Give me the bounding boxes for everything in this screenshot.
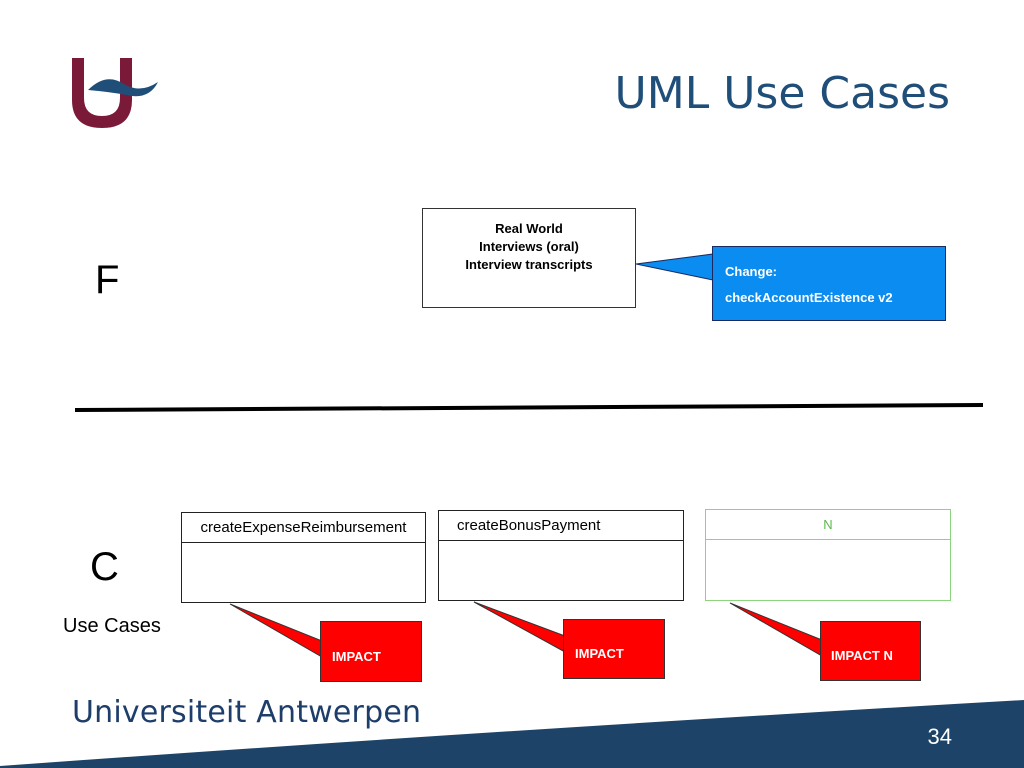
impact-label: IMPACT N (831, 648, 893, 663)
code-layer-label: C (90, 545, 119, 589)
use-case-name: createBonusPayment (439, 511, 683, 541)
university-name: Universiteit Antwerpen (72, 695, 422, 730)
logo-u-shape (72, 58, 132, 128)
impact-box: IMPACT (563, 619, 665, 679)
change-detail: checkAccountExistence v2 (725, 290, 893, 305)
impact-pointer-3 (729, 602, 823, 657)
use-case-name: createExpenseReimbursement (182, 513, 425, 543)
layer-divider (74, 403, 984, 412)
use-cases-label: Use Cases (63, 615, 161, 637)
change-callout: Change: checkAccountExistence v2 (712, 246, 946, 321)
impact-pointer-1 (229, 603, 323, 658)
use-case-box: createBonusPayment (438, 510, 684, 601)
functional-layer-label: F (95, 258, 120, 302)
university-logo (72, 58, 158, 128)
use-case-box-n: N (705, 509, 951, 601)
page-number: 34 (927, 724, 952, 749)
transcripts-line: Interview transcripts (465, 257, 593, 272)
slide-title: UML Use Cases (614, 68, 950, 119)
footer-band (0, 700, 1024, 768)
logo-wave (88, 79, 158, 97)
impact-box: IMPACT (320, 621, 422, 682)
real-world-box: Real World Interviews (oral) Interview t… (422, 208, 636, 308)
real-world-line: Real World (495, 221, 563, 236)
impact-label: IMPACT (332, 649, 381, 664)
impact-label: IMPACT (575, 646, 624, 661)
impact-box: IMPACT N (820, 621, 921, 681)
interviews-line: Interviews (oral) (479, 239, 579, 254)
change-heading: Change: (725, 264, 777, 279)
use-case-name: N (706, 510, 950, 540)
impact-pointer-2 (473, 601, 566, 653)
use-case-box: createExpenseReimbursement (181, 512, 426, 603)
